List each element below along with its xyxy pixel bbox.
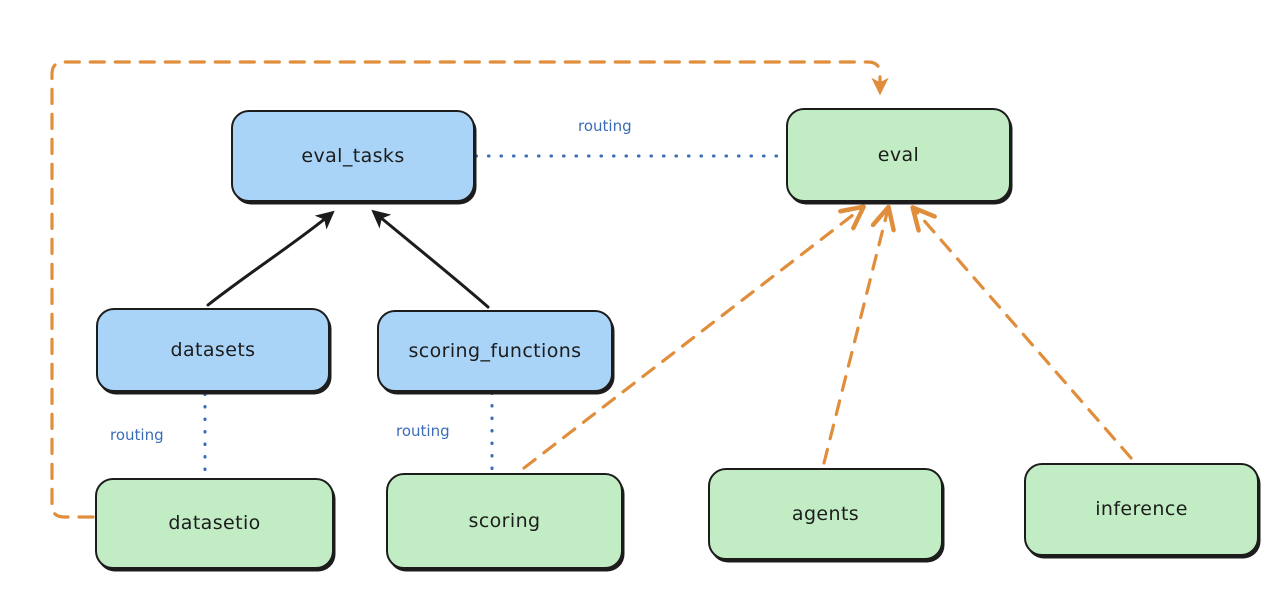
- node-eval[interactable]: eval: [786, 108, 1011, 202]
- node-label: eval: [877, 143, 920, 166]
- node-label: scoring: [468, 509, 541, 532]
- node-label: datasets: [170, 338, 256, 361]
- node-datasetio[interactable]: datasetio: [95, 478, 334, 569]
- edge-inference-to-eval: [914, 209, 1133, 460]
- edge-scoring_functions-to-eval_tasks: [371, 209, 490, 309]
- node-label: inference: [1095, 498, 1188, 521]
- node-scoring-functions[interactable]: scoring_functions: [377, 310, 613, 392]
- node-agents[interactable]: agents: [708, 468, 943, 560]
- node-label: scoring_functions: [408, 339, 582, 362]
- edge-label-routing-datasets: routing: [110, 426, 164, 444]
- node-inference[interactable]: inference: [1024, 463, 1259, 556]
- node-scoring[interactable]: scoring: [386, 473, 623, 569]
- edge-datasets-to-eval_tasks: [206, 210, 335, 307]
- node-datasets[interactable]: datasets: [96, 308, 330, 392]
- edge-agents-to-eval: [822, 209, 888, 465]
- node-label: agents: [791, 502, 860, 525]
- node-eval-tasks[interactable]: eval_tasks: [231, 110, 475, 202]
- edge-label-routing-eval: routing: [578, 117, 632, 135]
- node-label: eval_tasks: [301, 144, 405, 167]
- edge-label-routing-scoring: routing: [396, 422, 450, 440]
- node-label: datasetio: [168, 512, 261, 535]
